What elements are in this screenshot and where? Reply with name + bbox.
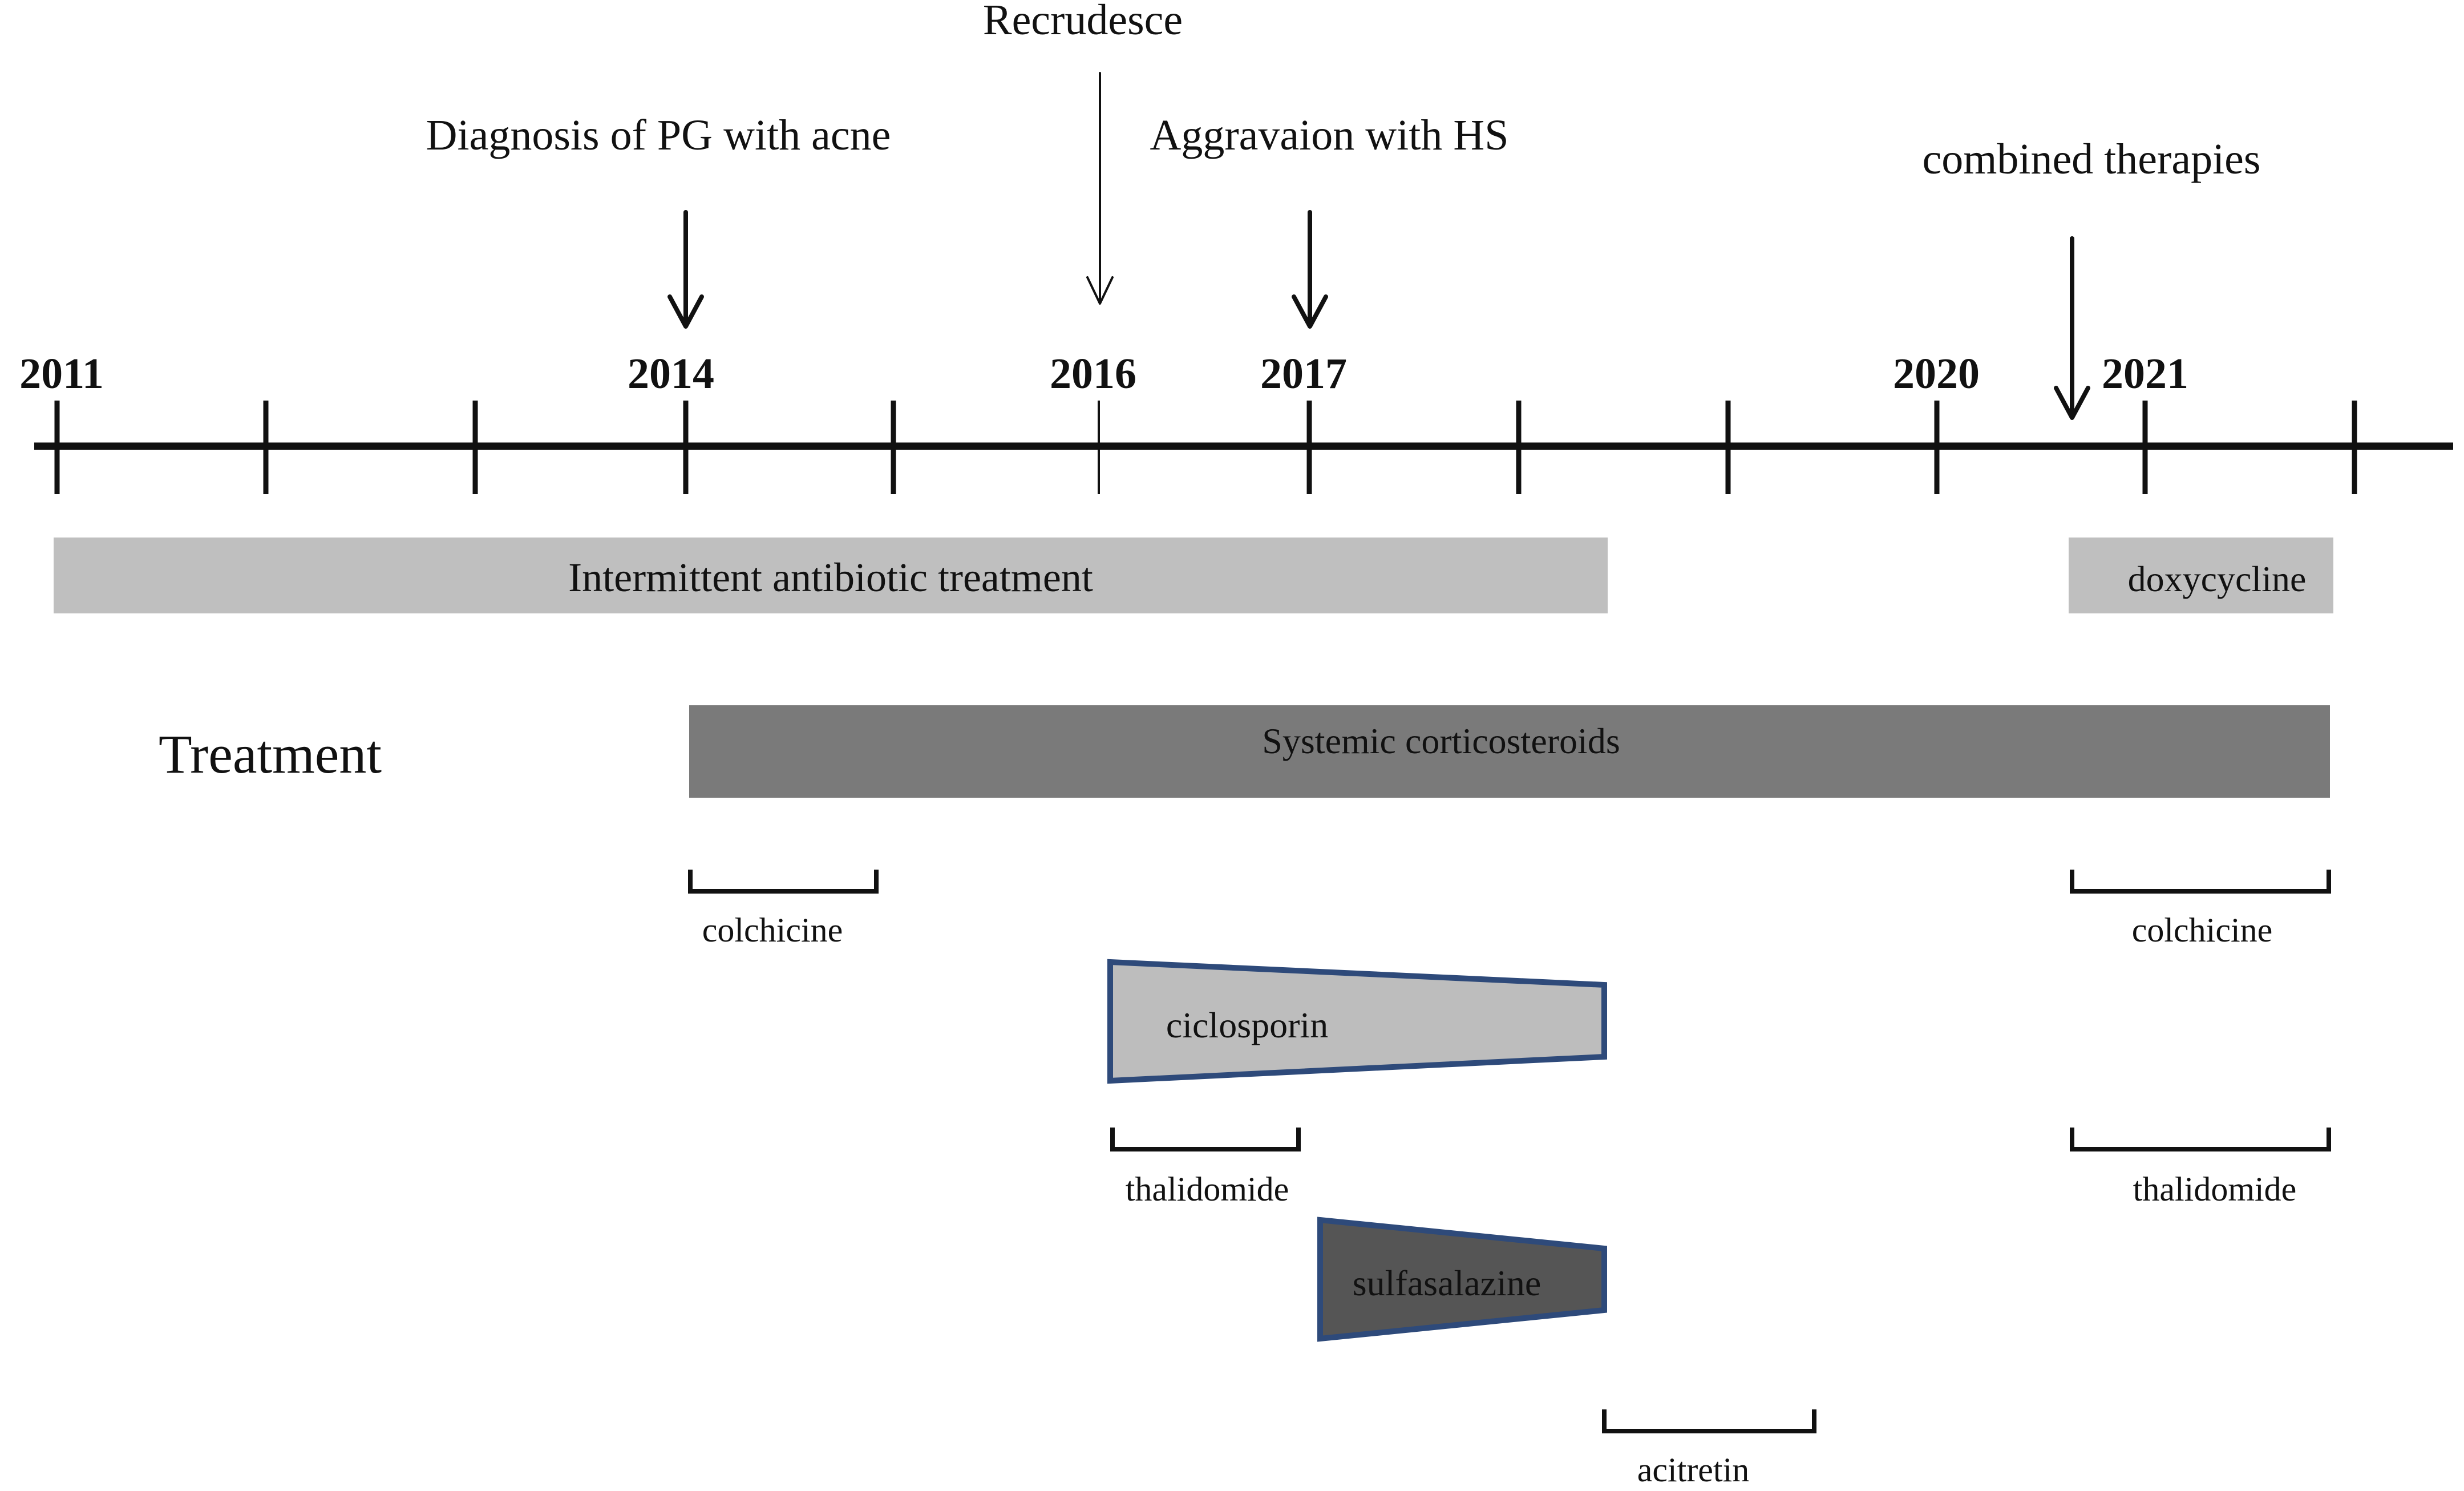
event-label-diagnosis: Diagnosis of PG with acne	[426, 111, 891, 159]
arrow-combined-icon	[2054, 236, 2090, 420]
antibiotic-label: Intermittent antibiotic treatment	[568, 555, 1093, 600]
colchicine-1-label: colchicine	[702, 911, 843, 949]
corticosteroids-label: Systemic corticosteroids	[1262, 721, 1620, 761]
acitretin-bracket	[1602, 1409, 1816, 1433]
thalidomide-1-label: thalidomide	[1126, 1170, 1289, 1208]
sulfasalazine-label: sulfasalazine	[1353, 1263, 1541, 1303]
colchicine-1-bracket	[688, 870, 879, 894]
year-label-2014: 2014	[628, 350, 714, 398]
treatment-section-label: Treatment	[159, 724, 382, 785]
arrow-diagnosis-icon	[667, 210, 704, 329]
year-label-2021: 2021	[2102, 350, 2188, 398]
doxycycline-label: doxycycline	[2128, 559, 2307, 599]
timeline-axis	[34, 401, 2453, 494]
corticosteroids-bar	[689, 705, 2330, 798]
ciclosporin-label: ciclosporin	[1166, 1005, 1328, 1045]
antibiotic-bar	[54, 538, 1608, 613]
thalidomide-2-label: thalidomide	[2133, 1170, 2297, 1208]
arrow-recrudesce-icon	[1086, 72, 1114, 305]
event-label-aggravation: Aggravaion with HS	[1150, 111, 1508, 159]
sulfasalazine-shape	[1317, 1217, 1607, 1342]
year-label-2016: 2016	[1050, 350, 1136, 398]
ciclosporin-shape	[1107, 959, 1607, 1084]
event-label-combined: combined therapies	[1922, 135, 2260, 183]
colchicine-2-bracket	[2070, 870, 2331, 894]
year-label-2017: 2017	[1260, 350, 1347, 398]
thalidomide-1-bracket	[1110, 1128, 1301, 1151]
year-label-2011: 2011	[19, 350, 104, 398]
thalidomide-2-bracket	[2070, 1128, 2331, 1151]
doxycycline-bar	[2069, 538, 2333, 613]
year-label-2020: 2020	[1893, 350, 1980, 398]
colchicine-2-label: colchicine	[2132, 911, 2273, 949]
acitretin-label: acitretin	[1637, 1451, 1750, 1489]
event-label-recrudesce: Recrudesce	[983, 0, 1183, 44]
arrow-aggravation-icon	[1292, 210, 1328, 329]
